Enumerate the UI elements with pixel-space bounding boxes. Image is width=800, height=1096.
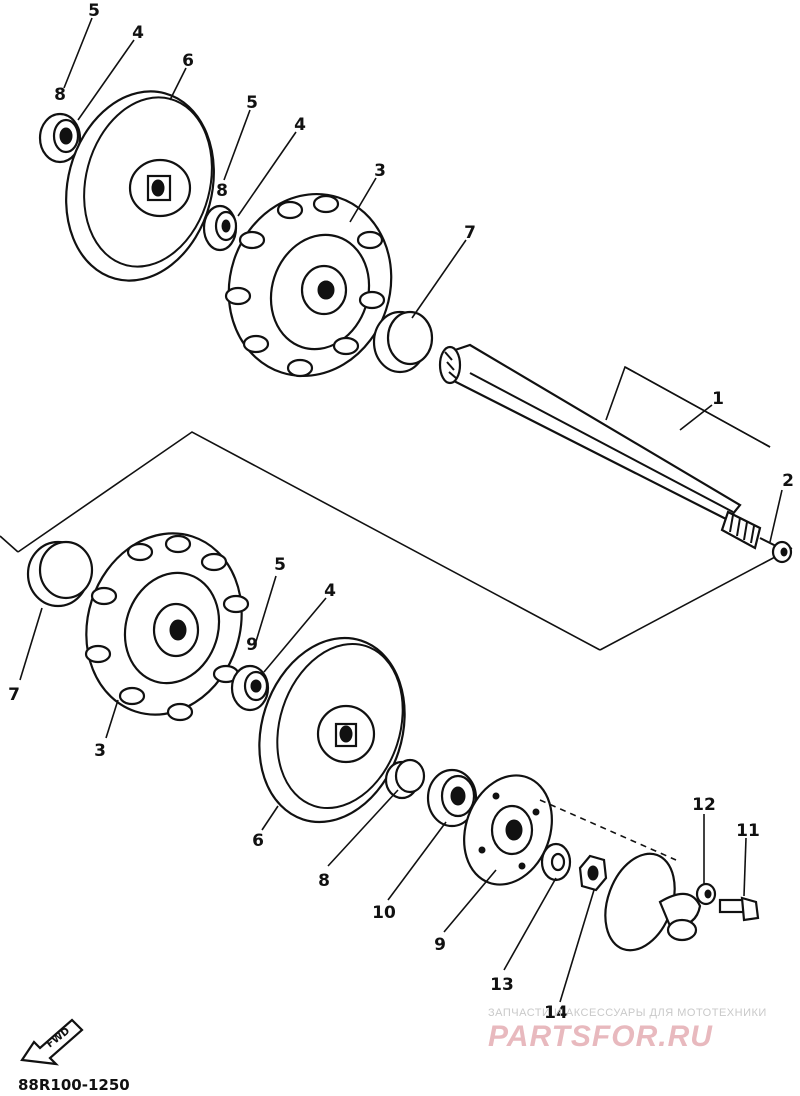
bolt xyxy=(718,896,760,922)
callout-bot-9: 9 xyxy=(434,935,446,955)
bearing-top-left xyxy=(38,112,82,164)
bearing-housing xyxy=(463,774,553,886)
callout-top-2: 2 xyxy=(782,471,794,491)
callout-top-5a: 5 xyxy=(88,1,100,21)
callout-top-8b: 8 xyxy=(216,181,228,201)
callout-bot-13: 13 xyxy=(490,975,514,995)
callout-bot-9small: 9 xyxy=(246,635,258,655)
callout-bot-4: 4 xyxy=(324,581,336,601)
callout-bot-10: 10 xyxy=(372,903,396,923)
callout-bot-12: 12 xyxy=(692,795,716,815)
idler-wheel-bottom xyxy=(258,636,406,824)
callout-bot-8: 8 xyxy=(318,871,330,891)
washer xyxy=(540,842,572,882)
callout-bot-6: 6 xyxy=(252,831,264,851)
callout-top-7: 7 xyxy=(464,223,476,243)
collar-bottom xyxy=(26,540,94,608)
callout-top-4b: 4 xyxy=(294,115,306,135)
callout-bot-11: 11 xyxy=(736,821,760,841)
bearing-bottom-left xyxy=(230,664,270,712)
callout-top-1: 1 xyxy=(712,389,724,409)
callout-top-6: 6 xyxy=(182,51,194,71)
collar-top xyxy=(372,310,434,374)
callout-top-3: 3 xyxy=(374,161,386,181)
fwd-arrow-icon: FWD xyxy=(20,1018,84,1066)
leader-lines xyxy=(19,17,783,1003)
idler-wheel-top xyxy=(65,90,215,282)
hex-nut xyxy=(578,854,608,892)
watermark: ЗАПЧАСТИ И АКСЕССУАРЫ ДЛЯ МОТОТЕХНИКИ PA… xyxy=(488,1007,767,1053)
small-nut xyxy=(695,882,717,906)
callout-top-4a: 4 xyxy=(132,23,144,43)
callout-bot-3: 3 xyxy=(94,741,106,761)
callout-bot-5: 5 xyxy=(274,555,286,575)
spacer xyxy=(384,758,426,800)
sprocket-bottom xyxy=(84,532,250,722)
drive-shaft xyxy=(438,343,793,564)
ball-bearing xyxy=(426,768,478,828)
drawing-code: 88R100-1250 xyxy=(18,1076,130,1094)
callout-labels: 5 8 4 6 5 8 4 3 7 1 2 5 9 4 7 3 6 8 10 9… xyxy=(8,1,794,1023)
end-cap-housing xyxy=(604,852,702,952)
assembly-outline xyxy=(0,365,793,651)
callout-top-5b: 5 xyxy=(246,93,258,113)
watermark-tagline: ЗАПЧАСТИ И АКСЕССУАРЫ ДЛЯ МОТОТЕХНИКИ xyxy=(488,1007,767,1019)
callout-bot-14: 14 xyxy=(544,1003,568,1023)
watermark-brand: PARTSFOR.RU xyxy=(488,1020,713,1053)
callout-top-6a-small: 8 xyxy=(54,85,66,105)
callout-bot-7: 7 xyxy=(8,685,20,705)
bearing-top-middle xyxy=(202,204,238,252)
sprocket-top xyxy=(224,192,393,378)
